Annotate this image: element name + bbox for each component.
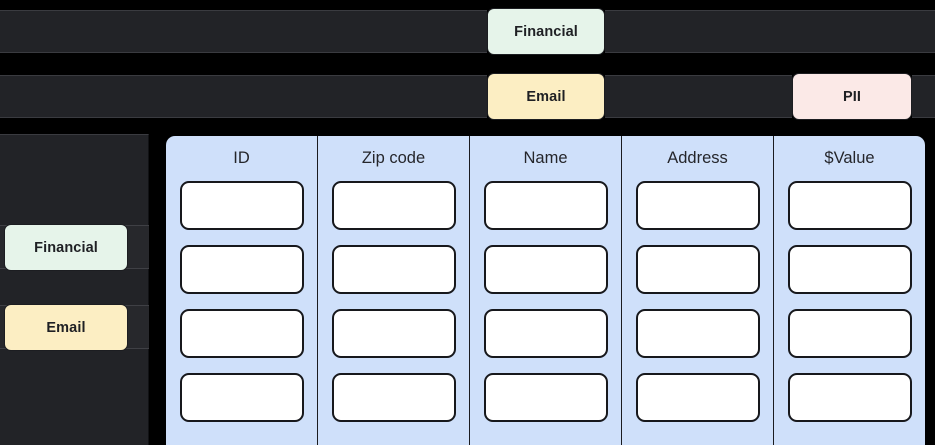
sidebar-tag-chip-label: Email	[46, 319, 86, 336]
tag-chip-financial[interactable]: Financial	[487, 8, 605, 55]
table-cell[interactable]	[331, 245, 456, 294]
table-column-header: $Value	[824, 149, 875, 167]
table-cell[interactable]	[179, 373, 304, 422]
sidebar-tag-chip-financial[interactable]: Financial	[4, 224, 128, 271]
table-column-name: Name	[470, 136, 622, 445]
table-cell[interactable]	[483, 181, 608, 230]
sidebar-tag-chip-email[interactable]: Email	[4, 304, 128, 351]
table-column-cells	[470, 181, 621, 445]
table-cell[interactable]	[787, 373, 912, 422]
table-cell[interactable]	[635, 309, 760, 358]
financial-tag-row-segment-right	[605, 10, 935, 53]
sidebar-tag-chip-label: Financial	[34, 239, 98, 256]
table-cell[interactable]	[635, 181, 760, 230]
financial-tag-row-segment-left	[0, 10, 487, 53]
tag-chip-label: PII	[842, 88, 862, 105]
tag-chip-pii[interactable]: PII	[792, 73, 912, 120]
table-cell[interactable]	[179, 245, 304, 294]
table-column-header: Name	[523, 149, 568, 167]
email-pii-tag-row-segment-right	[912, 75, 935, 118]
table-column-id: ID	[166, 136, 318, 445]
table-cell[interactable]	[483, 245, 608, 294]
table-cell[interactable]	[331, 373, 456, 422]
table-cell[interactable]	[331, 309, 456, 358]
table-cell[interactable]	[787, 245, 912, 294]
table-cell[interactable]	[179, 309, 304, 358]
table-cell[interactable]	[635, 373, 760, 422]
table-cell[interactable]	[331, 181, 456, 230]
table-column-cells	[774, 181, 925, 445]
table-cell[interactable]	[787, 309, 912, 358]
table-column-zip-code: Zip code	[318, 136, 470, 445]
email-pii-tag-row-segment-left	[0, 75, 487, 118]
table-cell[interactable]	[635, 245, 760, 294]
tag-sidebar	[0, 134, 149, 445]
table-column-cells	[318, 181, 469, 445]
table-column-address: Address	[622, 136, 774, 445]
table-column-cells	[166, 181, 317, 445]
email-pii-tag-row-segment-middle	[605, 75, 792, 118]
table-cell[interactable]	[483, 309, 608, 358]
table-column-value: $Value	[774, 136, 925, 445]
tag-chip-label: Financial	[514, 23, 578, 40]
table-column-header: Zip code	[361, 149, 426, 167]
table-column-header: Address	[667, 149, 728, 167]
table-column-header: ID	[233, 149, 250, 167]
table-cell[interactable]	[787, 181, 912, 230]
data-table: ID Zip code Name Address $Value	[166, 136, 925, 445]
table-column-cells	[622, 181, 773, 445]
table-cell[interactable]	[483, 373, 608, 422]
tag-chip-email[interactable]: Email	[487, 73, 605, 120]
table-cell[interactable]	[179, 181, 304, 230]
tag-chip-label: Email	[526, 88, 566, 105]
